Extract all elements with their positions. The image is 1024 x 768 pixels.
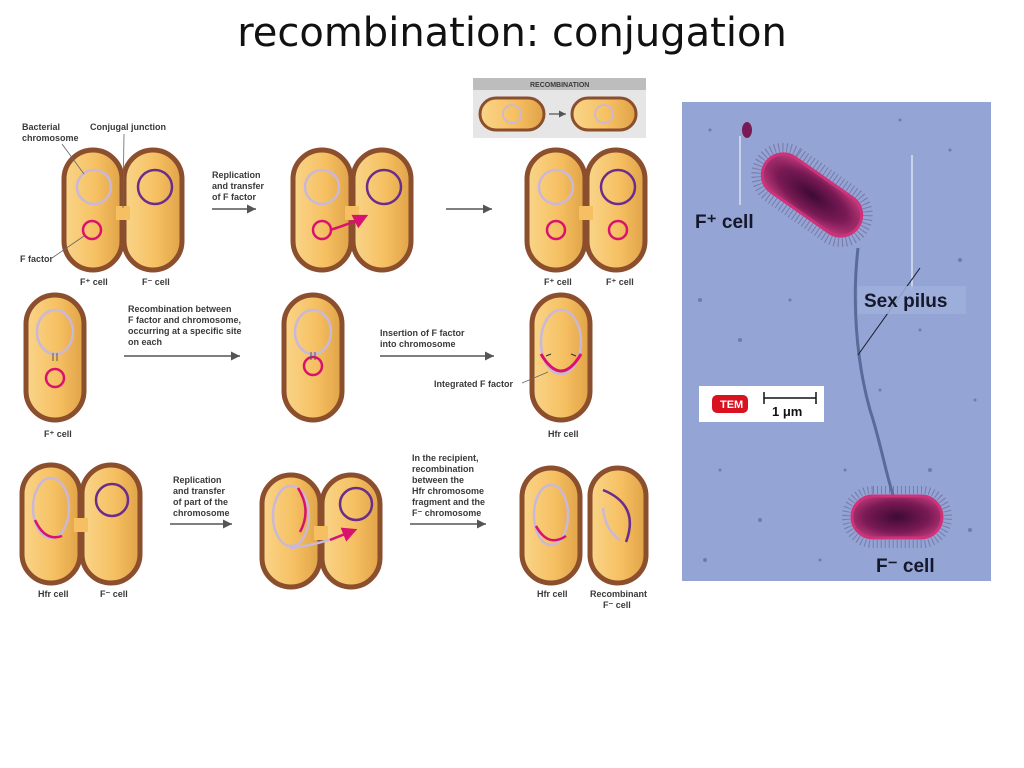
svg-text:Replication: Replication (212, 170, 261, 180)
integrated-f-factor-label: Integrated F factor (434, 371, 549, 389)
chromosome-icon (293, 308, 333, 356)
chromosome-icon (136, 168, 174, 206)
svg-text:between the: between the (412, 475, 464, 485)
svg-text:Recombination between: Recombination between (128, 304, 232, 314)
f-plus-cell-label: F⁺ cell (544, 277, 572, 287)
f-minus-photo-label: F⁻ cell (876, 556, 935, 577)
f-plus-cell-label: F⁺ cell (44, 429, 72, 439)
f-minus-bacterium (842, 486, 952, 548)
svg-text:F factor: F factor (20, 254, 54, 264)
f-plus-cell-label: F⁺ cell (606, 277, 634, 287)
svg-text:occurring at a specific site: occurring at a specific site (128, 326, 242, 336)
svg-text:In the recipient,: In the recipient, (412, 453, 479, 463)
bacterial-chromosome-label: Bacterial chromosome (22, 122, 85, 175)
slide-title: recombination: conjugation (237, 10, 787, 56)
tem-badge (712, 395, 748, 413)
row3-mating-pair-1 (19, 462, 143, 586)
recombination-inset: RECOMBINATION (473, 78, 646, 138)
f-factor-icon (302, 355, 324, 377)
svg-text:F factor and chromosome,: F factor and chromosome, (128, 315, 241, 325)
svg-text:Replication: Replication (173, 475, 222, 485)
step-insertion: Insertion of F factor into chromosome (380, 328, 494, 361)
svg-text:fragment and the: fragment and the (412, 497, 485, 507)
step-replication-f-factor: Replication and transfer of F factor (212, 170, 265, 214)
f-factor-label: F factor (20, 235, 85, 264)
chromosome-icon (271, 484, 311, 548)
svg-text:and transfer: and transfer (212, 181, 265, 191)
svg-text:of part of the: of part of the (173, 497, 228, 507)
f-factor-icon (545, 219, 567, 241)
hfr-cell-label: Hfr cell (548, 429, 579, 439)
svg-text:recombination: recombination (412, 464, 474, 474)
svg-text:on each: on each (128, 337, 162, 347)
f-factor-icon (607, 219, 629, 241)
step-recombination-site: Recombination between F factor and chrom… (124, 304, 242, 361)
chromosome-icon (338, 486, 374, 522)
sex-pilus-label: Sex pilus (864, 291, 947, 312)
chromosome-icon (539, 308, 583, 376)
row1-mating-pair-3 (524, 147, 648, 273)
integrated-f-factor-icon (539, 353, 583, 373)
tem-micrograph: F⁺ cell Sex pilus F⁻ cell TEM 1 μm (682, 102, 991, 581)
step-replication-chromosome: Replication and transfer of part of the … (170, 475, 232, 529)
tem-badge-label: TEM (720, 399, 743, 411)
f-minus-cell-label: F⁻ cell (100, 589, 128, 599)
conjugal-junction-label: Conjugal junction (90, 122, 166, 209)
chromosome-icon (35, 308, 75, 356)
svg-text:chromosome: chromosome (173, 508, 230, 518)
f-factor-icon (81, 219, 103, 241)
row2-f-plus-cell (23, 292, 87, 423)
f-plus-cell-label: F⁺ cell (80, 277, 108, 287)
row1-mating-pair-1 (61, 147, 185, 273)
chromosome-icon (303, 168, 341, 206)
scale-bar-label: 1 μm (772, 404, 802, 419)
transfer-arrow-icon (329, 527, 358, 542)
svg-text:and transfer: and transfer (173, 486, 226, 496)
transfer-arrow-icon (329, 214, 369, 232)
f-minus-cell-label: F⁻ cell (142, 277, 170, 287)
chromosome-icon (365, 168, 403, 206)
svg-text:of F factor: of F factor (212, 192, 256, 202)
chromosome-icon (599, 168, 637, 206)
row2-cell-2 (281, 292, 345, 423)
row3-result-cells (519, 465, 649, 586)
f-plus-photo-label: F⁺ cell (695, 212, 754, 233)
chromosome-icon (532, 483, 570, 547)
step-recipient-recombination: In the recipient, recombination between … (410, 453, 486, 529)
row1-mating-pair-2 (290, 147, 414, 273)
svg-text:Bacterial: Bacterial (22, 122, 60, 132)
row2-hfr-cell (529, 292, 593, 423)
hfr-cell-label: Hfr cell (537, 589, 568, 599)
svg-text:Integrated F factor: Integrated F factor (434, 379, 514, 389)
sex-pilus-icon (853, 247, 895, 496)
chromosome-icon (537, 168, 575, 206)
svg-text:Conjugal junction: Conjugal junction (90, 122, 166, 132)
recombinant-label: Recombinant F⁻ cell (590, 589, 647, 610)
row3-mating-pair-2 (259, 472, 383, 590)
svg-text:Hfr chromosome: Hfr chromosome (412, 486, 484, 496)
svg-text:F⁻ chromosome: F⁻ chromosome (412, 508, 481, 518)
svg-text:F⁻ cell: F⁻ cell (603, 600, 631, 610)
svg-text:Recombinant: Recombinant (590, 589, 647, 599)
chromosome-icon (75, 168, 113, 206)
svg-text:into chromosome: into chromosome (380, 339, 456, 349)
svg-text:RECOMBINATION: RECOMBINATION (530, 82, 589, 89)
svg-text:Insertion of F factor: Insertion of F factor (380, 328, 465, 338)
chromosome-icon (94, 482, 130, 518)
f-factor-icon (44, 367, 66, 389)
f-plus-bacterium (751, 142, 873, 248)
svg-text:chromosome: chromosome (22, 133, 79, 143)
hfr-cell-label: Hfr cell (38, 589, 69, 599)
